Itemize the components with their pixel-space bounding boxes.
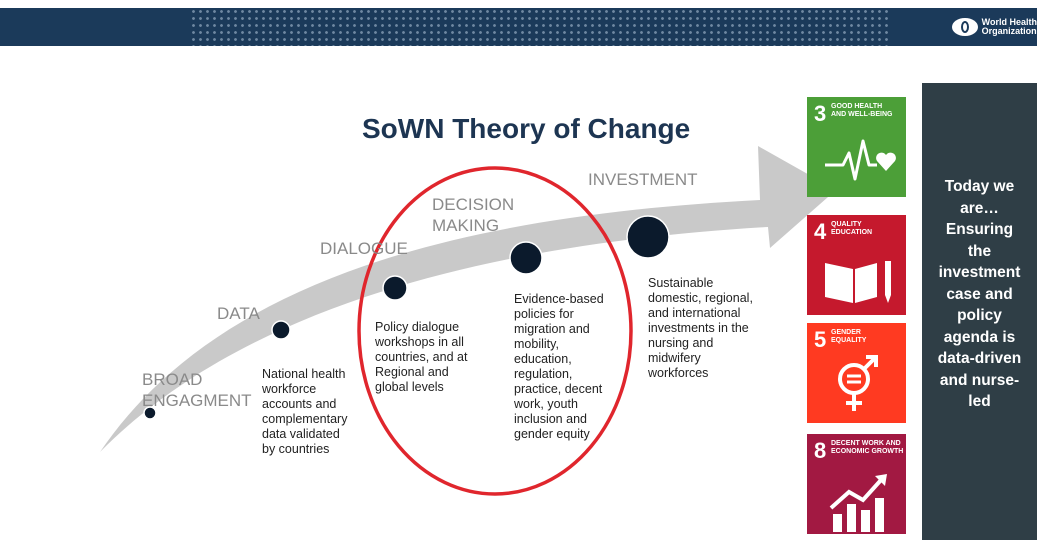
sdg-tile-5: 5 GENDER EQUALITY [807,323,906,423]
sdg-tile-8: 8 DECENT WORK AND ECONOMIC GROWTH [807,434,906,534]
stage-label-data: DATA [217,304,260,323]
stage-label-dialogue: DIALOGUE [320,239,408,258]
who-branding: World Health Organization [951,16,1037,38]
gender-equality-icon [838,355,878,411]
heartbeat-icon [825,139,896,181]
sdg-label: GOOD HEALTH AND WELL-BEING [831,103,893,118]
stage-label-investment: INVESTMENT [588,170,698,189]
sdg-number: 8 [814,438,827,463]
stage-desc-dialogue: Policy dialogue workshops in all countri… [375,320,468,394]
stage-node-broad [143,406,157,420]
stage-label-decision: DECISION MAKING [432,195,515,235]
sdg-label: DECENT WORK AND ECONOMIC GROWTH [831,440,904,455]
slide-title: SoWN Theory of Change [362,113,691,144]
message-panel: Today we are… Ensuring the investment ca… [922,83,1037,540]
sdg-label: QUALITY EDUCATION [831,221,873,236]
decision-highlight-ring [357,166,633,496]
stage-node-data [271,320,291,340]
stage-node-investment [626,215,670,259]
stage-node-decision [509,241,543,275]
stage-desc-decision: Evidence-based policies for migration an… [514,292,604,441]
who-emblem-icon [951,18,978,36]
header-dot-pattern [190,8,890,46]
growth-chart-icon [829,474,887,532]
sdg-tile-3: 3 GOOD HEALTH AND WELL-BEING [807,97,906,197]
book-pencil-icon [825,261,891,303]
panel-message: Today we are… Ensuring the investment ca… [937,178,1022,410]
sdg-tile-4: 4 QUALITY EDUCATION [807,215,906,315]
header-bar: World Health Organization [0,8,1037,46]
sdg-number: 4 [814,219,827,244]
stage-desc-data: National health workforce accounts and c… [262,367,348,456]
stage-desc-investment: Sustainable domestic, regional, and inte… [648,276,753,380]
org-name: World Health Organization [981,17,1037,36]
stage-label-broad: BROAD ENGAGMENT [142,370,252,410]
sdg-number: 3 [814,101,827,126]
stage-node-dialogue [382,275,408,301]
sdg-number: 5 [814,327,827,352]
sdg-label: GENDER EQUALITY [831,329,867,344]
